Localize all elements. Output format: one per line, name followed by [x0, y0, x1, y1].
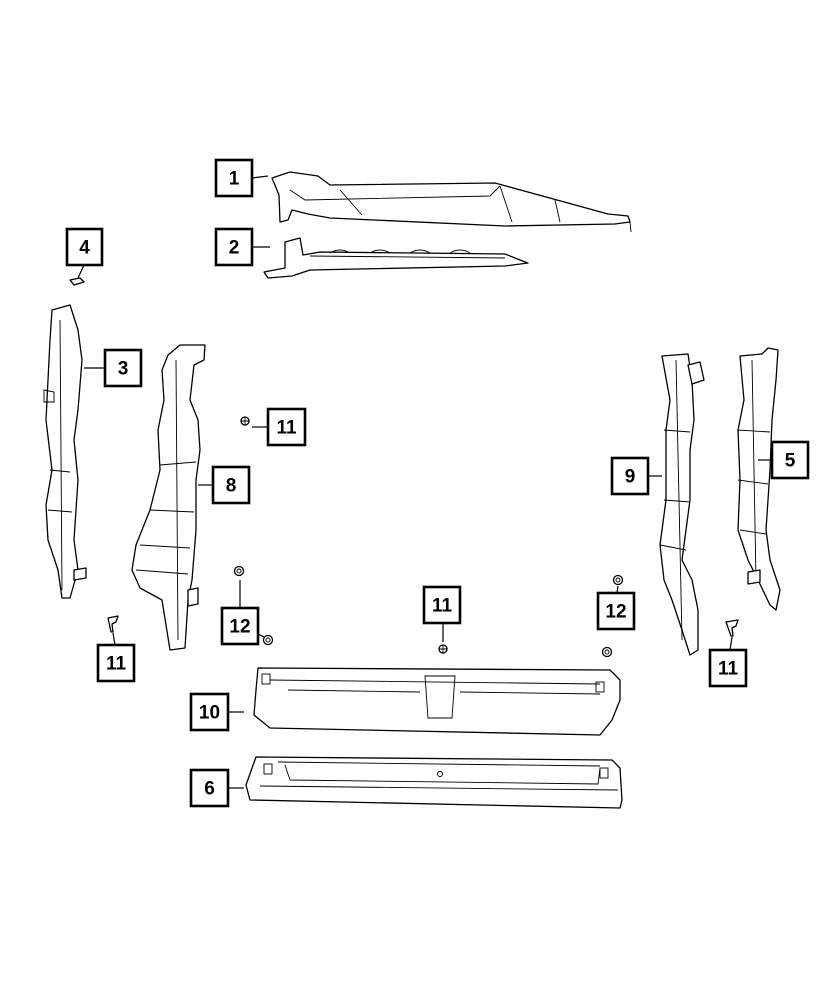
callout-9[interactable]: 9: [610, 456, 662, 496]
callout-label: 4: [79, 238, 90, 259]
callout-11-upper[interactable]: 11: [252, 407, 307, 447]
callout-label: 2: [229, 238, 240, 259]
fastener-11-right[interactable]: [725, 619, 739, 637]
callout-label: 10: [199, 703, 220, 724]
callout-3[interactable]: 3: [84, 348, 143, 388]
callout-label: 12: [605, 602, 626, 623]
callout-label: 12: [229, 617, 250, 638]
part-1-upper-seal[interactable]: [271, 171, 632, 233]
callout-label: 1: [229, 169, 240, 190]
callout-12-right[interactable]: 12: [596, 585, 636, 631]
callout-11-right[interactable]: 11: [708, 636, 748, 688]
callout-label: 11: [432, 596, 453, 617]
callout-label: 11: [718, 659, 739, 680]
callout-11-left[interactable]: 11: [96, 632, 136, 683]
callout-12-left[interactable]: 12: [220, 580, 265, 646]
callout-2[interactable]: 2: [214, 227, 270, 267]
part-5-right-side-seal[interactable]: [737, 347, 781, 611]
nut-12-left-lower[interactable]: [262, 634, 274, 646]
callout-4[interactable]: 4: [65, 227, 104, 279]
callout-label: 3: [118, 359, 129, 380]
callout-label: 9: [625, 467, 636, 488]
fastener-11-left[interactable]: [107, 615, 119, 633]
callout-11-center[interactable]: 11: [422, 585, 462, 642]
callout-label: 11: [106, 654, 127, 675]
part-6-lower-crossmember-seal[interactable]: [245, 756, 623, 809]
callout-label: 11: [276, 418, 297, 439]
part-4-clip[interactable]: [69, 277, 85, 286]
callout-label: 6: [204, 779, 215, 800]
part-2-lower-seal[interactable]: [263, 237, 529, 279]
callout-8[interactable]: 8: [198, 465, 251, 505]
callout-1[interactable]: 1: [214, 158, 269, 198]
nut-12-right-lower[interactable]: [601, 646, 613, 658]
fastener-11-center[interactable]: [438, 644, 448, 654]
callout-label: 8: [226, 476, 237, 497]
callout-label: 5: [785, 451, 796, 472]
nut-12-left-upper[interactable]: [233, 565, 245, 577]
callout-6[interactable]: 6: [189, 768, 244, 808]
callout-10[interactable]: 10: [189, 692, 244, 732]
nut-12-right-upper[interactable]: [612, 574, 624, 586]
part-3-left-side-seal[interactable]: [43, 304, 87, 599]
part-9-right-air-deflector[interactable]: [659, 353, 705, 656]
part-10-upper-crossmember-seal[interactable]: [253, 667, 621, 736]
fastener-11-upper[interactable]: [240, 416, 250, 426]
callout-5[interactable]: 5: [758, 440, 810, 480]
part-8-left-air-deflector[interactable]: [131, 344, 206, 651]
